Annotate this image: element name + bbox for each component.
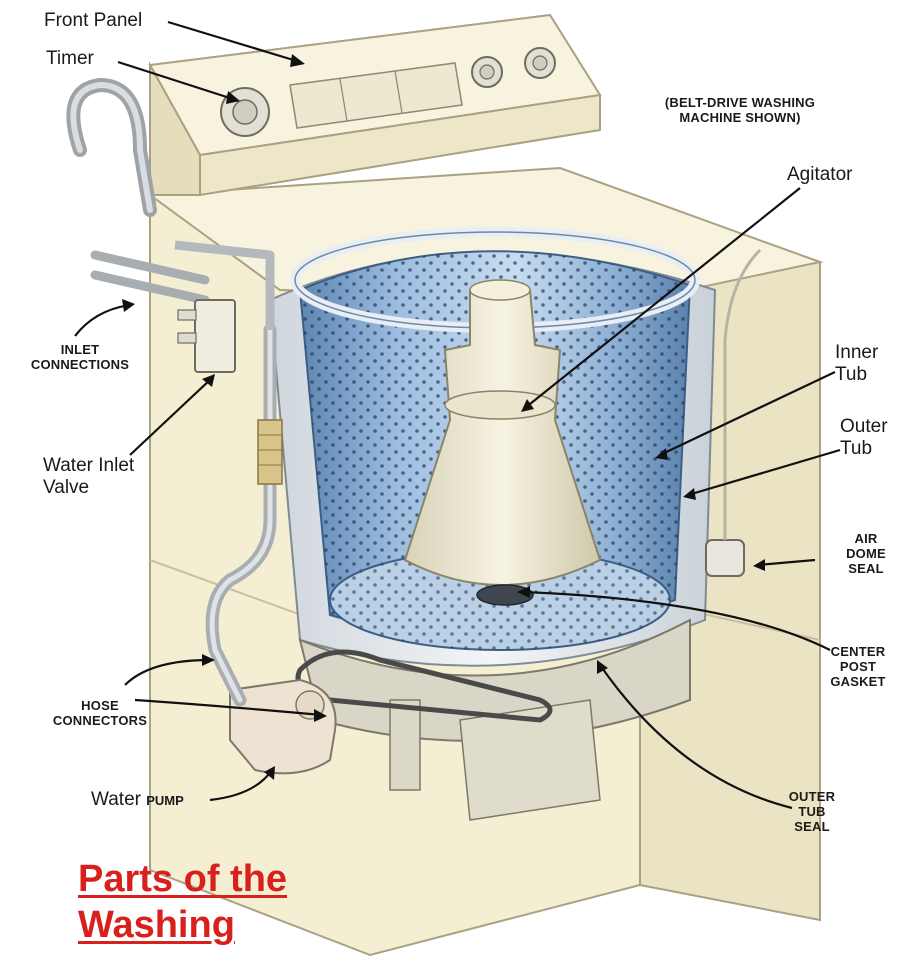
inner-tub-line-2: Tub	[835, 363, 868, 385]
title-line-2: Washing	[78, 903, 235, 946]
label-timer: Timer	[46, 48, 94, 69]
center-post-line-1: CENTER	[830, 644, 886, 659]
outer-seal-line-2: TUB	[798, 803, 826, 819]
label-hose-connectors: HOSE CONNECTORS	[40, 698, 160, 729]
outer-seal-line-3: SEAL	[794, 818, 830, 834]
water-pump-word: Water	[91, 789, 141, 810]
belt-drive-line-1: (BELT-DRIVE WASHING	[664, 95, 816, 110]
label-air-dome-seal: AIR DOME SEAL	[838, 531, 894, 577]
outer-tub-line-2: Tub	[840, 437, 873, 459]
diagram-title: Parts of the Washing	[78, 857, 287, 948]
hose-line-1: HOSE	[81, 698, 119, 713]
air-dome-line-1: AIR	[854, 531, 878, 546]
label-agitator: Agitator	[787, 164, 853, 185]
water-pump-caps: PUMP	[146, 793, 184, 808]
air-dome-line-3: SEAL	[848, 560, 884, 576]
center-post-gasket	[476, 584, 534, 606]
inlet-line-2: CONNECTIONS	[30, 356, 130, 372]
arrow-heads	[122, 54, 765, 780]
outer-tub-line-1: Outer	[840, 416, 888, 437]
inlet-hoses	[90, 250, 210, 305]
air-dome	[705, 539, 745, 577]
label-belt-drive-note: (BELT-DRIVE WASHING MACHINE SHOWN)	[640, 95, 840, 126]
label-water-pump: Water PUMP	[91, 789, 184, 811]
label-outer-tub-seal: OUTER TUB SEAL	[776, 789, 848, 835]
center-post-line-2: POST	[839, 658, 877, 674]
pointer-arrows	[74, 20, 841, 810]
belt-drive-line-2: MACHINE SHOWN)	[679, 109, 801, 125]
water-inlet-valve	[194, 299, 236, 373]
inlet-line-1: INLET	[60, 342, 100, 357]
outer-seal-line-1: OUTER	[788, 789, 836, 804]
label-outer-tub: Outer Tub	[840, 416, 888, 460]
label-center-post-gasket: CENTER POST GASKET	[822, 644, 894, 690]
label-inner-tub: Inner Tub	[835, 342, 878, 386]
water-inlet-line-1: Water Inlet	[43, 455, 135, 476]
label-inlet-connections: INLET CONNECTIONS	[20, 342, 140, 373]
hose-line-2: CONNECTORS	[52, 712, 148, 728]
label-water-inlet-valve: Water Inlet Valve	[43, 455, 134, 499]
inner-tub-line-1: Inner	[835, 342, 879, 363]
water-inlet-line-2: Valve	[43, 476, 90, 498]
label-front-panel: Front Panel	[44, 10, 143, 31]
center-post-line-3: GASKET	[830, 673, 886, 689]
title-line-1: Parts of the	[78, 858, 288, 900]
air-dome-line-2: DOME	[846, 545, 886, 561]
